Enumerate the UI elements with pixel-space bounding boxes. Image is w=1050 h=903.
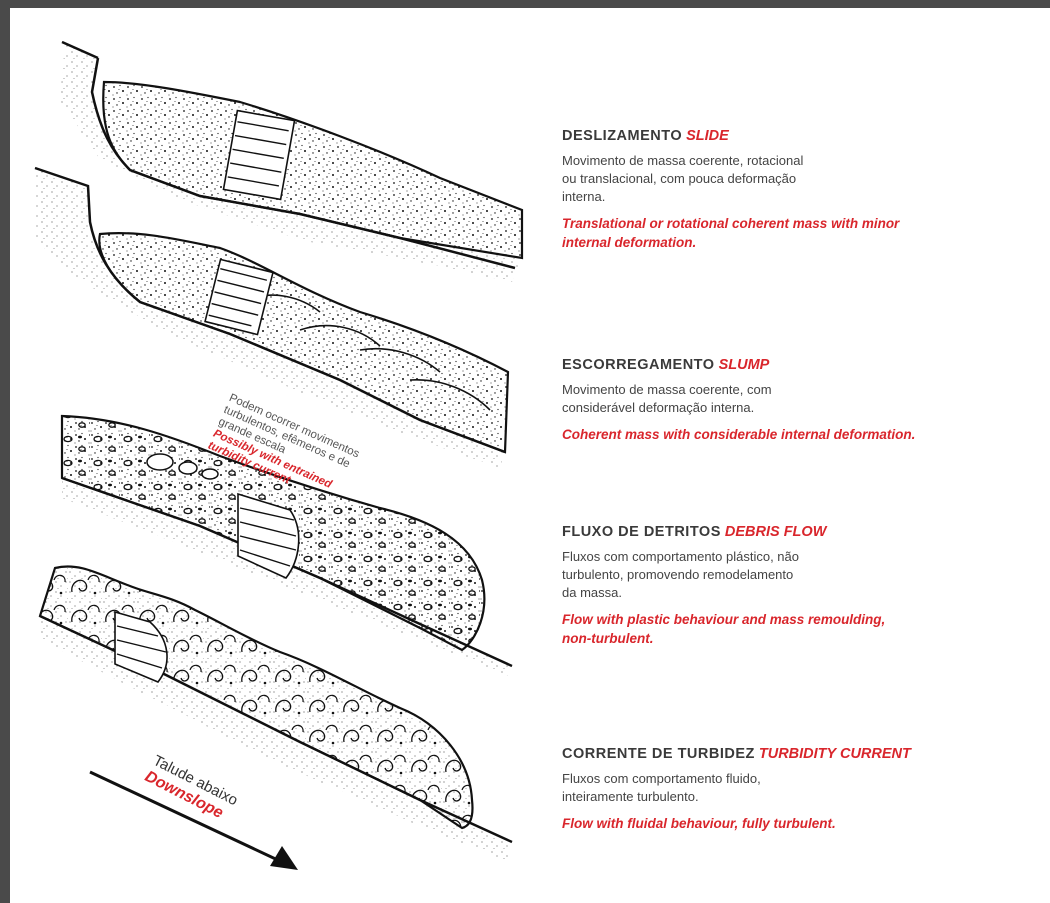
desc-pt-line: inteiramente turbulento. xyxy=(562,788,1032,806)
desc-pt-line: Movimento de massa coerente, rotacional xyxy=(562,152,1032,170)
section-title-pt: FLUXO DE DETRITOS xyxy=(562,524,721,540)
desc-en-line: internal deformation. xyxy=(562,233,1032,252)
section-description-pt: Fluxos com comportamento fluido, inteira… xyxy=(562,770,1032,806)
section-title-en: DEBRIS FLOW xyxy=(725,524,827,540)
section-title-en: SLUMP xyxy=(719,357,770,373)
desc-en-line: Translational or rotational coherent mas… xyxy=(562,214,1032,233)
desc-en-line: Flow with plastic behaviour and mass rem… xyxy=(562,610,1032,629)
section-description-pt: Movimento de massa coerente, rotacional … xyxy=(562,152,1032,206)
desc-pt-line: Fluxos com comportamento plástico, não xyxy=(562,548,1032,566)
section-description-en: Flow with fluidal behaviour, fully turbu… xyxy=(562,814,1032,833)
section-title-pt: DESLIZAMENTO xyxy=(562,128,682,144)
desc-pt-line: considerável deformação interna. xyxy=(562,399,1032,417)
desc-en-line: Coherent mass with considerable internal… xyxy=(562,425,1032,444)
section-description-en: Flow with plastic behaviour and mass rem… xyxy=(562,610,1032,648)
desc-pt-line: Movimento de massa coerente, com xyxy=(562,381,1032,399)
desc-pt-line: turbulento, promovendo remodelamento xyxy=(562,566,1032,584)
section-title-pt: CORRENTE DE TURBIDEZ xyxy=(562,746,755,762)
section-description-en: Coherent mass with considerable internal… xyxy=(562,425,1032,444)
section-description-pt: Fluxos com comportamento plástico, não t… xyxy=(562,548,1032,602)
section-title-en: SLIDE xyxy=(686,128,729,144)
desc-pt-line: da massa. xyxy=(562,584,1032,602)
desc-pt-line: Fluxos com comportamento fluido, xyxy=(562,770,1032,788)
desc-en-line: Flow with fluidal behaviour, fully turbu… xyxy=(562,814,1032,833)
section-description-pt: Movimento de massa coerente, com conside… xyxy=(562,381,1032,417)
section-title-pt: ESCORREGAMENTO xyxy=(562,357,715,373)
desc-pt-line: interna. xyxy=(562,188,1032,206)
desc-en-line: non-turbulent. xyxy=(562,629,1032,648)
section-title-en: TURBIDITY CURRENT xyxy=(759,746,911,762)
desc-pt-line: ou translacional, com pouca deformação xyxy=(562,170,1032,188)
section-description-en: Translational or rotational coherent mas… xyxy=(562,214,1032,252)
